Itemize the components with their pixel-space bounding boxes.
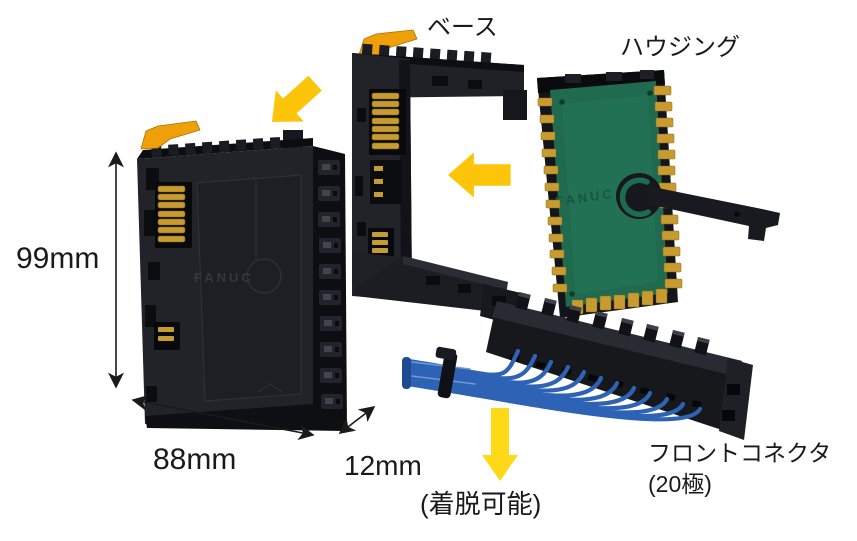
label-housing: ハウジング: [620, 34, 740, 61]
wire-bundle-end: [402, 357, 411, 389]
label-base: ベース: [427, 14, 498, 41]
assembly-arrow-module-icon: [257, 67, 330, 138]
dimension-lines: [108, 151, 376, 441]
width-dimension-arrow: [131, 394, 315, 441]
assembly-arrow-housing-icon: [448, 152, 511, 198]
module-latch-dial: [246, 258, 282, 294]
base-latch-clip: [358, 29, 418, 57]
housing: FANUC: [537, 70, 780, 318]
front-connector: [486, 292, 753, 440]
extraction-lever: [616, 173, 780, 241]
base-frame: [352, 29, 527, 326]
dimension-depth-label: 12mm: [344, 450, 422, 481]
module-latch-clip: [140, 120, 201, 150]
dimension-height-label: 99mm: [16, 242, 100, 275]
cable-tie: [435, 346, 458, 399]
label-front-connector-line2: (20極): [648, 471, 712, 497]
detach-arrow-down-icon: [482, 408, 518, 481]
label-front-connector: フロントコネクタ (20極): [648, 438, 831, 500]
module-brand-emboss: FANUC: [194, 270, 254, 285]
label-front-connector-line1: フロントコネクタ: [648, 440, 832, 466]
depth-dimension-arrow: [338, 406, 376, 434]
label-detachable: (着脱可能): [420, 489, 542, 519]
io-module-assembled: FANUC: [137, 120, 347, 431]
front-connector-body: [486, 301, 742, 433]
dimension-width-label: 88mm: [153, 443, 237, 476]
